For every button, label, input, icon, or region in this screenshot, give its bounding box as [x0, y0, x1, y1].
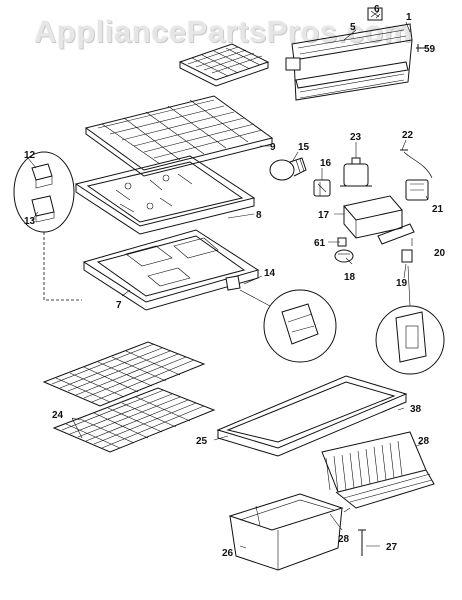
- label-17: 17: [318, 210, 330, 221]
- defrost-timer: [340, 157, 372, 187]
- label-26: 26: [222, 548, 234, 559]
- label-19: 19: [396, 278, 408, 289]
- label-22: 22: [402, 130, 414, 141]
- wire-harness: [400, 149, 433, 179]
- dairy-bin-inset: [13, 151, 82, 301]
- control-housing: [285, 7, 424, 101]
- label-38: 38: [410, 404, 422, 415]
- label-12: 12: [24, 150, 36, 161]
- shelf-frame: [74, 155, 256, 235]
- label-16: 16: [320, 158, 332, 169]
- label-15: 15: [298, 142, 310, 153]
- watermark-text: AppliancePartsPros.com: [34, 14, 412, 49]
- label-8: 8: [256, 210, 262, 221]
- wire-shelves: [42, 341, 216, 453]
- label-18: 18: [344, 272, 356, 283]
- label-13: 13: [24, 216, 36, 227]
- lamp-shield: [225, 275, 337, 363]
- control-box: [343, 195, 403, 239]
- label-6: 6: [374, 4, 380, 15]
- label-9: 9: [270, 142, 276, 153]
- guide-rod: [358, 529, 366, 556]
- label-61: 61: [314, 238, 326, 249]
- light-bulb: [269, 157, 307, 181]
- label-1: 1: [406, 12, 412, 23]
- egg-tray: [178, 43, 270, 87]
- label-7: 7: [116, 300, 122, 311]
- knob-and-small-parts: [334, 223, 415, 263]
- label-27: 27: [386, 542, 398, 553]
- wire-basket: [321, 431, 435, 509]
- crisper-cover-frame: [82, 229, 260, 311]
- switch-inset: [375, 265, 445, 375]
- label-23: 23: [350, 132, 362, 143]
- label-28-lower: 28: [338, 534, 350, 545]
- crisper-cover: [216, 375, 408, 457]
- label-59: 59: [424, 44, 436, 55]
- light-socket: [313, 179, 331, 197]
- label-28-upper: 28: [418, 436, 430, 447]
- label-25: 25: [196, 436, 208, 447]
- glass-shelf: [84, 95, 274, 177]
- label-14: 14: [264, 268, 276, 279]
- relay-box: [405, 179, 429, 201]
- label-20: 20: [434, 248, 446, 259]
- part-labels: 1 5 6 59 9 8 7 12 13 14 15 16 17 18 19 2…: [24, 4, 446, 559]
- label-21: 21: [432, 204, 444, 215]
- leader-lines: [27, 13, 429, 549]
- crisper-drawer: [228, 493, 344, 571]
- label-5: 5: [350, 22, 356, 33]
- label-24: 24: [52, 410, 64, 421]
